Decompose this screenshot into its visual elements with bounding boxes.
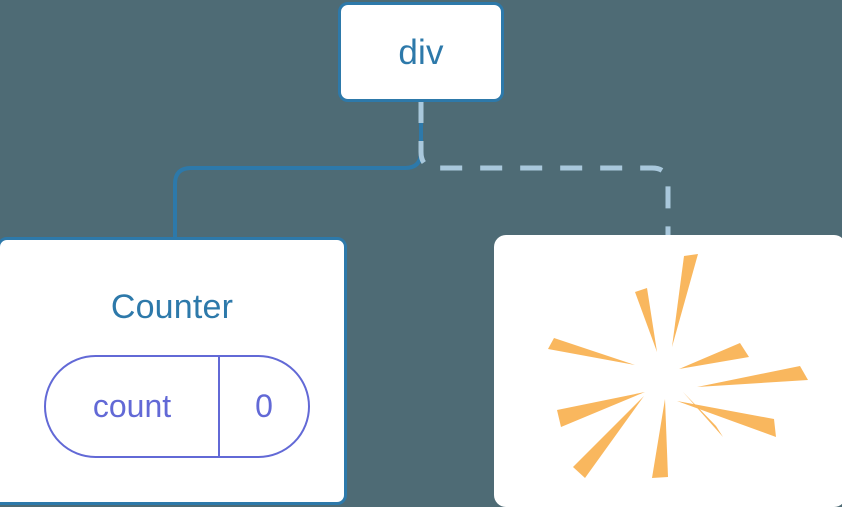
node-counter[interactable]: Counter count 0 bbox=[0, 237, 347, 505]
state-key-label: count bbox=[92, 388, 172, 424]
edge-root-to-counter bbox=[173, 99, 423, 242]
node-effect[interactable] bbox=[494, 235, 842, 507]
node-counter-title: Counter bbox=[110, 288, 234, 326]
node-div-label: div bbox=[398, 32, 444, 72]
state-pill[interactable]: count 0 bbox=[44, 355, 310, 458]
edge-root-to-effect bbox=[418, 101, 671, 240]
node-div[interactable]: div bbox=[338, 2, 504, 102]
sparkle-burst-icon bbox=[548, 254, 808, 478]
state-value-label: 0 bbox=[218, 357, 308, 456]
